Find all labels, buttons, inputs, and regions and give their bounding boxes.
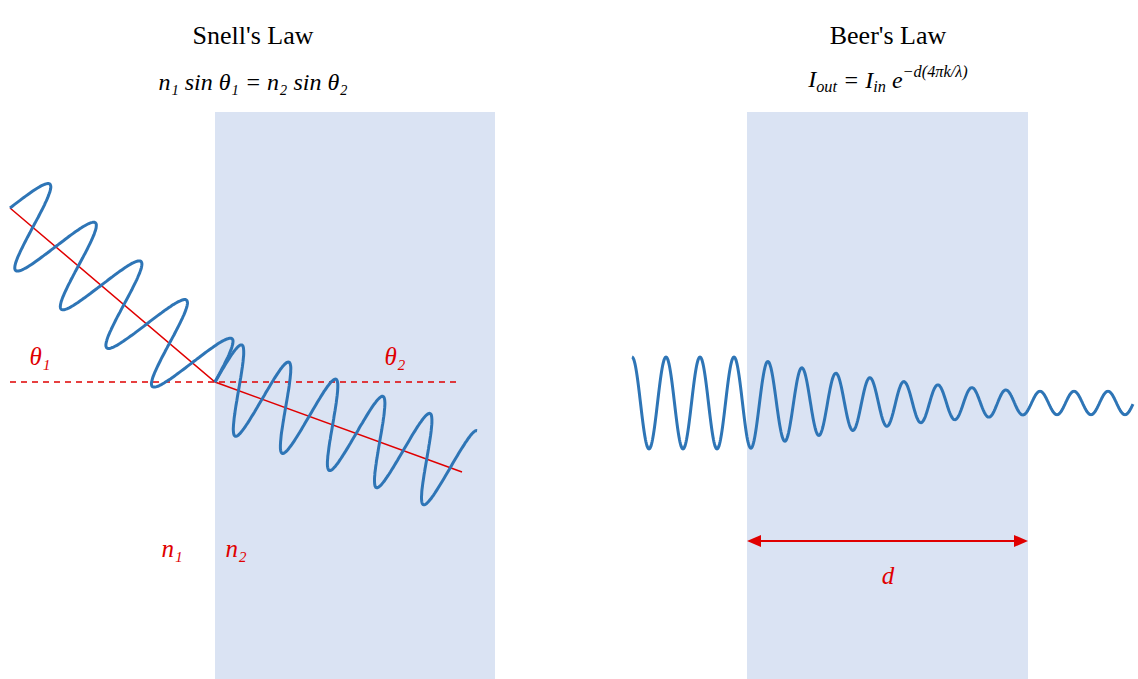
equation-part: e bbox=[892, 66, 903, 92]
surface-normal bbox=[10, 381, 460, 383]
equation: n₁ sin θ₁ = n₂ sin θ₂ bbox=[158, 70, 347, 94]
attenuated-wave bbox=[632, 357, 1133, 449]
light-ray bbox=[10, 208, 462, 472]
arrow-head bbox=[1014, 535, 1028, 547]
absorbing-slab bbox=[747, 112, 1028, 679]
angle-label: θ₁ bbox=[30, 344, 51, 369]
incident-wave bbox=[10, 184, 233, 388]
equation-part: = I bbox=[843, 66, 873, 92]
equation: Iout = Iine−d(4πk/λ) bbox=[808, 61, 968, 99]
law-title: Beer's Law bbox=[830, 23, 947, 49]
index-label: n₁ bbox=[161, 536, 182, 561]
refracted-wave bbox=[215, 345, 477, 505]
thickness-arrow bbox=[757, 540, 1018, 542]
equation-part: out bbox=[816, 77, 837, 96]
equation-part: −d(4πk/λ) bbox=[903, 62, 968, 81]
law-title: Snell's Law bbox=[193, 23, 314, 49]
equation-part: I bbox=[808, 66, 816, 92]
medium-slab bbox=[215, 112, 495, 679]
equation-part: in bbox=[873, 77, 886, 96]
index-label: n₂ bbox=[225, 536, 246, 561]
thickness-label: d bbox=[882, 563, 895, 588]
arrow-head bbox=[747, 535, 761, 547]
angle-label: θ₂ bbox=[385, 344, 406, 369]
